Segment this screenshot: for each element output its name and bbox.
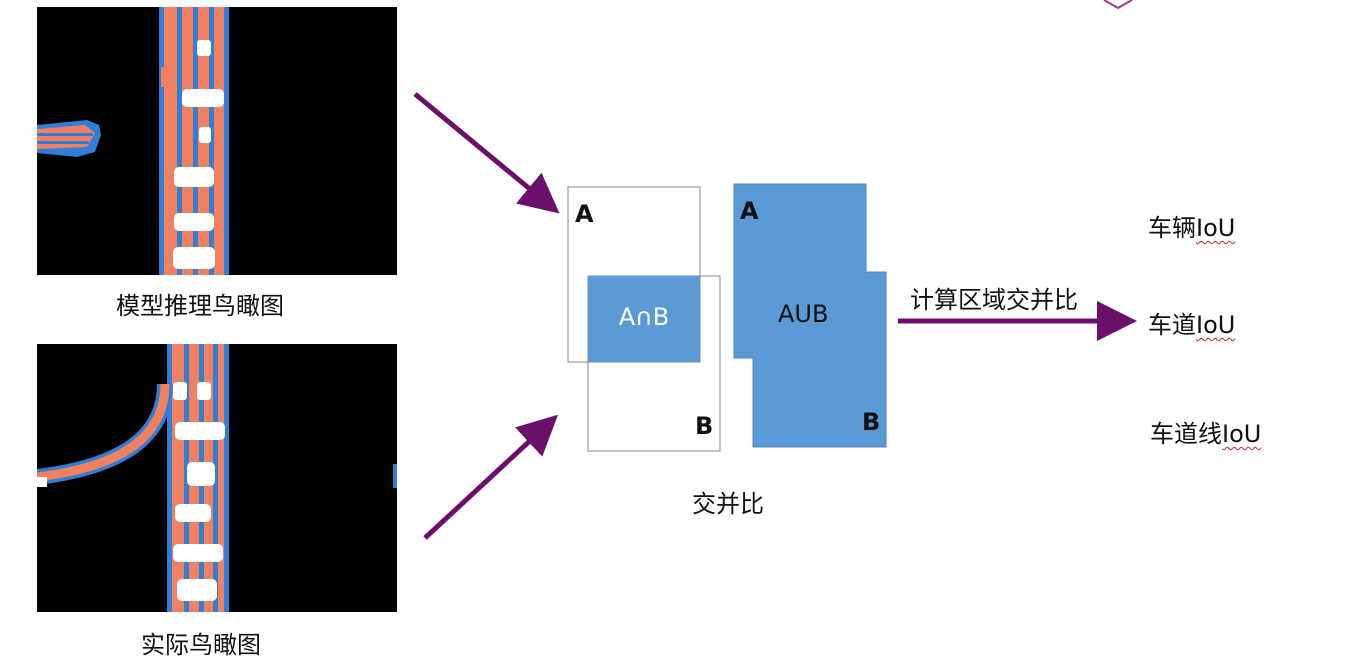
arrow-from-actual — [423, 414, 559, 540]
intersection-label: A∩B — [618, 303, 670, 331]
arrow-from-predicted — [413, 92, 560, 214]
venn-caption: 交并比 — [692, 490, 764, 518]
actual-caption: 实际鸟瞰图 — [141, 631, 261, 659]
result-suffix: IoU — [1196, 311, 1236, 339]
result-prefix: 车辆 — [1148, 214, 1196, 242]
union-region — [733, 183, 887, 448]
result-suffix: IoU — [1222, 420, 1262, 448]
predicted-caption: 模型推理鸟瞰图 — [116, 292, 284, 320]
intersection-region — [588, 276, 700, 362]
result-lane-line-iou: 车道线IoU — [1150, 414, 1261, 449]
predicted-bev-image — [37, 7, 397, 275]
union-text: AUB — [778, 300, 829, 328]
result-vehicle-iou: 车辆IoU — [1148, 208, 1235, 243]
result-suffix: IoU — [1196, 214, 1236, 242]
result-prefix: 车道 — [1148, 311, 1196, 339]
result-prefix: 车道线 — [1150, 420, 1222, 448]
process-label: 计算区域交并比 — [910, 286, 1078, 314]
corner-logo-fragment — [1103, 0, 1133, 10]
venn-label-b: B — [695, 412, 714, 440]
result-lane-iou: 车道IoU — [1148, 305, 1235, 340]
union-label-a: A — [740, 197, 759, 225]
venn-label-a: A — [575, 200, 594, 228]
actual-bev-image — [37, 344, 397, 612]
union-label-b: B — [862, 408, 881, 436]
